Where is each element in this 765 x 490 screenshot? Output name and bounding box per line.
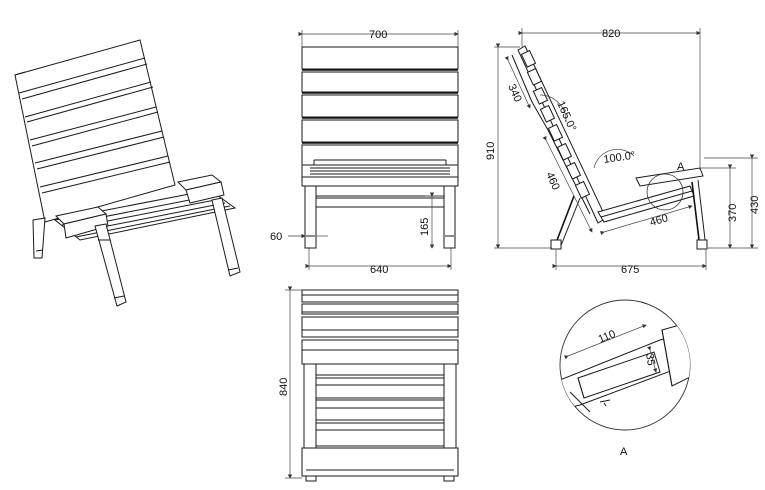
top-view: 840	[278, 286, 459, 482]
iso-armrest-right	[176, 174, 225, 204]
detail-a-view: 110 35 A	[559, 299, 691, 458]
seat-height-dim: 370	[727, 204, 739, 222]
side-seat-diag-dim: 460	[543, 170, 561, 192]
iso-rear-leg-left	[32, 217, 46, 259]
detail-title: A	[620, 446, 628, 458]
detail-height-dim: 35	[643, 352, 657, 366]
side-armrest	[635, 167, 704, 187]
arm-height-dim: 430	[749, 196, 761, 214]
side-view: A 820 910 340 165.0° 100.0° 460 460 370 …	[485, 28, 761, 276]
iso-backrest	[14, 39, 176, 223]
front-leg-dim: 60	[270, 231, 282, 243]
top-depth-dim: 840	[278, 378, 290, 396]
iso-front-leg-left	[94, 223, 127, 307]
seat-angle-dim: 100.0°	[603, 150, 636, 166]
front-view: 700 640 60 165	[270, 29, 459, 276]
front-height-dim: 165	[419, 218, 431, 236]
side-height-dim: 910	[485, 142, 497, 160]
isometric-view	[14, 39, 241, 307]
iso-front-leg-right	[211, 197, 241, 277]
detail-a-marker: A	[677, 161, 685, 173]
side-depth-dim: 820	[602, 28, 620, 40]
front-width-dim: 700	[369, 29, 387, 41]
iso-armrest-left	[54, 206, 109, 239]
foot-span-dim: 675	[621, 264, 639, 276]
front-inner-width-dim: 640	[370, 264, 388, 276]
side-seat-len-dim: 460	[649, 212, 670, 229]
side-back-dim: 340	[505, 82, 523, 104]
